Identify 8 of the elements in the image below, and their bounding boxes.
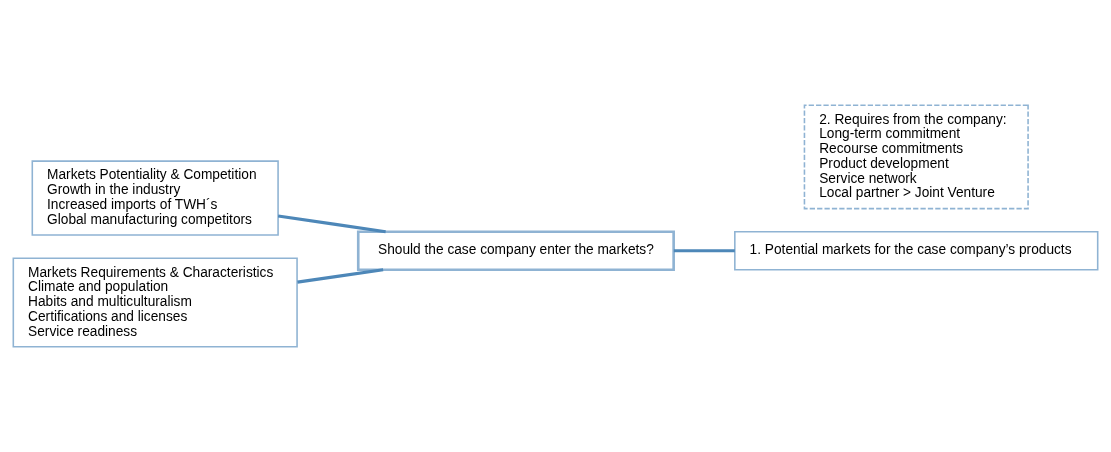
node-box: Markets Potentiality & Competition Growth in the industry Increased imports of TWH´s Global manufacturing competitors (31, 160, 279, 236)
connector (277, 214, 386, 234)
connector (297, 268, 384, 284)
node-box: 1. Potential markets for the case company’s products (734, 231, 1099, 271)
node-box: 2. Requires from the company: Long-term commitment Recourse commitments Product development Service network Local partner > Joint Venture (803, 104, 1029, 210)
connector (673, 249, 735, 253)
node-box: Markets Requirements & Characteristics Climate and population Habits and multiculturalism Certifications and licenses Service readiness (12, 257, 298, 348)
node-box: Should the case company enter the markets? (356, 230, 675, 272)
